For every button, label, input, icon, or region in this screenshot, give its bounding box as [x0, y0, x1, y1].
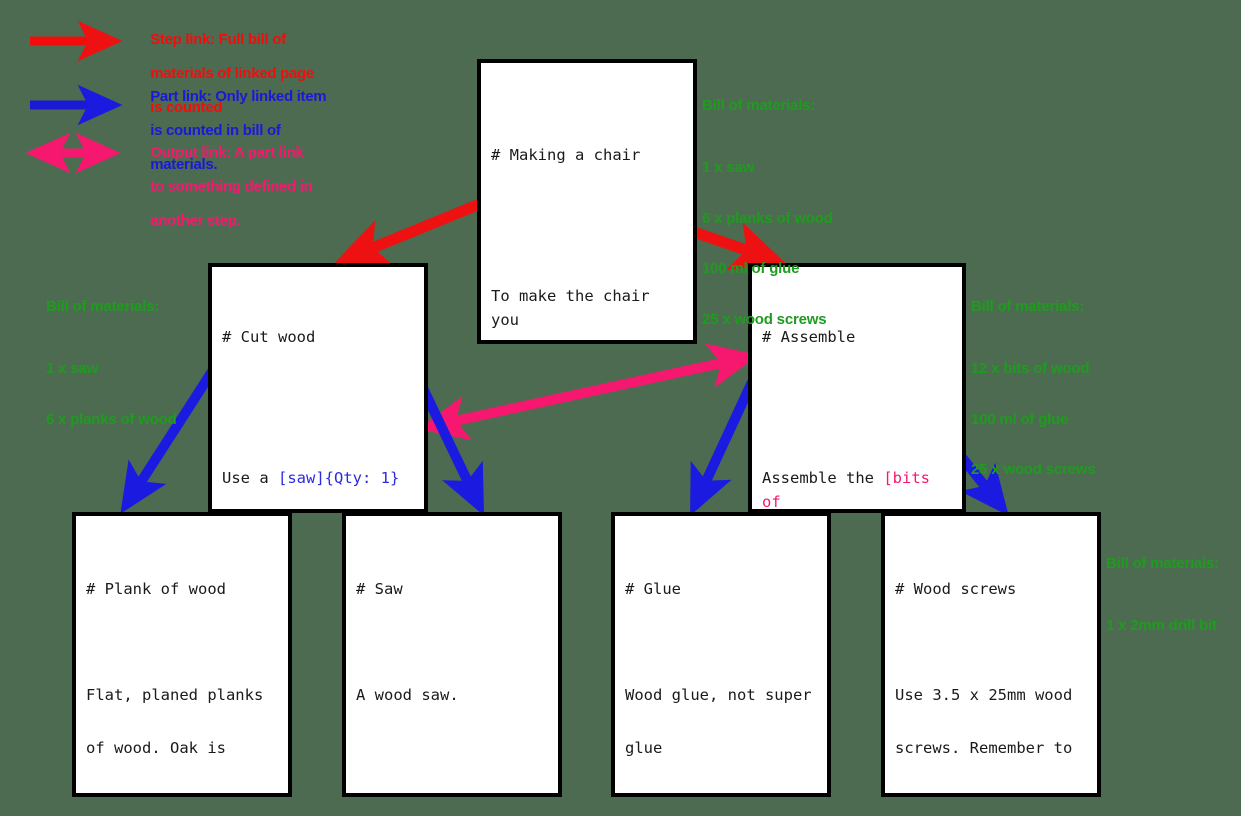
bom-wood-screws: Bill of materials: 1 x 2mm drill bit [1106, 522, 1219, 669]
bom-item: 100 ml of glue [971, 410, 1069, 428]
card-glue-body: # Glue Wood glue, not super glue [625, 546, 819, 793]
arrow-step-chair-to-cutwood [333, 193, 495, 266]
legend-part-link-label: Part link: Only linked item is counted i… [127, 72, 326, 191]
card-text-line: Use 3.5 x 25mm wood [895, 686, 1073, 705]
card-wood-screws-body: # Wood screws Use 3.5 x 25mm wood screws… [895, 546, 1089, 794]
bom-header: Bill of materials: [46, 297, 160, 315]
bom-item: 6 x planks of wood [46, 410, 177, 428]
card-text-line: glue [625, 739, 663, 758]
blank-line [625, 634, 819, 652]
bom-header: Bill of materials: [971, 297, 1085, 315]
card-title: # Plank of wood [86, 580, 226, 599]
bom-item: 1 x 2mm drill bit [1106, 616, 1217, 634]
bom-item: 25 x wood screws [702, 311, 827, 329]
legend-part-line3: materials. [150, 155, 218, 173]
bom-item: 100 ml of glue [702, 260, 800, 278]
card-glue[interactable]: # Glue Wood glue, not super glue [611, 512, 831, 797]
blank-line [491, 215, 685, 239]
card-text-line: drill a pilot hole [895, 793, 1063, 794]
card-title: # Glue [625, 580, 681, 599]
legend-step-line1: Step link: Full bill of [150, 30, 286, 48]
legend-output-line2: to something defined in [150, 177, 313, 195]
text-fragment: Use a [222, 469, 278, 488]
card-assemble-body: # Assemble Assemble the [bits of wood]{Q… [762, 279, 954, 511]
card-title: # Assemble [762, 328, 856, 347]
output-link-bits-of-wood-a[interactable]: [bits of [762, 469, 940, 511]
card-text-line: Wood glue, not super [625, 686, 812, 705]
card-text-line: To make the chair you [491, 287, 659, 329]
card-title: # Wood screws [895, 580, 1017, 599]
arrow-output-bitsofwood [418, 343, 759, 441]
blank-line [762, 397, 954, 421]
card-text-line: A wood saw. [356, 686, 459, 705]
card-text-line: Flat, planed planks [86, 686, 264, 705]
card-assemble[interactable]: # Assemble Assemble the [bits of wood]{Q… [748, 263, 966, 513]
legend-output-line3: another step. [150, 211, 241, 229]
bom-item: 12 x bits of wood [971, 359, 1090, 377]
bom-header: Bill of materials: [1106, 554, 1220, 572]
arrow-part-assemble-to-glue [690, 379, 757, 516]
bom-cut-wood: Bill of materials: 1 x saw 6 x planks of… [46, 265, 177, 462]
bom-assemble: Bill of materials: 12 x bits of wood 100… [971, 265, 1096, 513]
legend-step-link-label: Step link: Full bill of materials of lin… [127, 15, 314, 134]
card-plank-of-wood-body: # Plank of wood Flat, planed planks of w… [86, 546, 280, 794]
legend-part-line2: is counted in bill of [150, 121, 281, 139]
legend: Step link: Full bill of materials of lin… [0, 0, 340, 229]
card-saw-body: # Saw A wood saw. [356, 546, 550, 740]
card-title: # Cut wood [222, 328, 316, 347]
text-fragment: Assemble the [762, 469, 884, 488]
bom-making-a-chair: Bill of materials: 1 x saw 6 x planks of… [702, 64, 833, 363]
blank-line [86, 634, 280, 652]
blank-line [222, 397, 416, 421]
bom-item: 25 x wood screws [971, 461, 1096, 479]
card-cut-wood-body: # Cut wood Use a [saw]{Qty: 1} to cut si… [222, 279, 416, 509]
card-title: # Making a chair [491, 146, 641, 165]
bom-item: 6 x planks of wood [702, 209, 833, 227]
card-saw[interactable]: # Saw A wood saw. [342, 512, 562, 797]
card-text-line: screws. Remember to [895, 739, 1073, 758]
bom-item: 1 x saw [702, 158, 754, 176]
card-text-line: of wood. Oak is [86, 739, 226, 758]
part-link-saw[interactable]: [saw]{Qty: 1} [278, 469, 400, 488]
card-making-a-chair-body: # Making a chair To make the chair you s… [491, 97, 685, 340]
legend-step-line3: is counted [150, 98, 223, 116]
card-title: # Saw [356, 580, 403, 599]
bom-header: Bill of materials: [702, 96, 816, 114]
card-text-line: best. [86, 793, 133, 794]
card-plank-of-wood[interactable]: # Plank of wood Flat, planed planks of w… [72, 512, 292, 797]
legend-output-line1: Output link: A part link [150, 143, 304, 161]
card-text-line: Assemble the [bits of [762, 467, 954, 511]
blank-line [356, 634, 550, 652]
legend-step-line2: materials of linked page [150, 64, 314, 82]
legend-part-line1: Part link: Only linked item [150, 87, 327, 105]
card-making-a-chair[interactable]: # Making a chair To make the chair you s… [477, 59, 697, 344]
card-text-line: Use a [saw]{Qty: 1} [222, 467, 416, 491]
card-cut-wood[interactable]: # Cut wood Use a [saw]{Qty: 1} to cut si… [208, 263, 428, 513]
card-wood-screws[interactable]: # Wood screws Use 3.5 x 25mm wood screws… [881, 512, 1101, 797]
legend-output-link-label: Output link: A part link to something de… [127, 128, 313, 247]
blank-line [895, 634, 1089, 652]
bom-item: 1 x saw [46, 359, 98, 377]
